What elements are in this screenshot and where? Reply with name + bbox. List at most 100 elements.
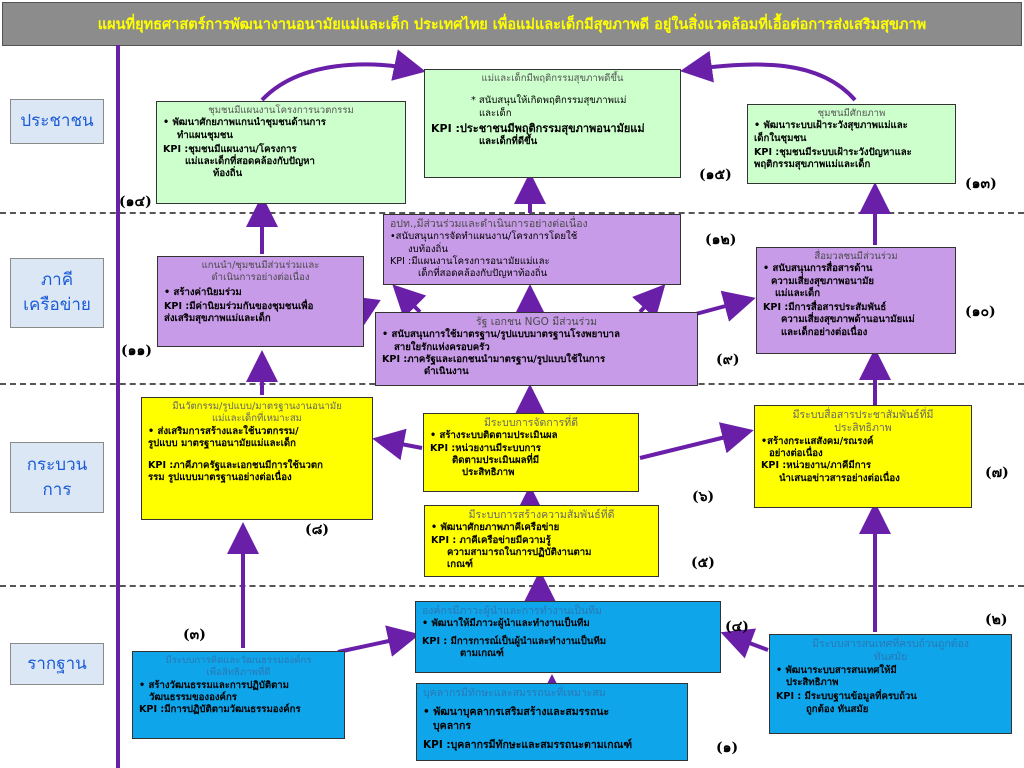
box-state-private-ngo-kpi: KPI :ภาครัฐและเอกชนนำมาตรฐาน/รูปแบบใช้ใน… (382, 353, 606, 365)
box-org-culture-line2: วัฒนธรรมขององค์กร (149, 691, 237, 703)
box-management-system-title: มีระบบการจัดการที่ดี (483, 417, 579, 429)
box-media-participation-kpi2: ความเสี่ยงสุขภาพด้านอนามัยแม่ (781, 314, 915, 326)
box-pr-system-title: มีระบบสื่อสารประชาสัมพันธ์ที่มี (792, 409, 934, 421)
box-local-gov: อปท.,มีส่วนร่วมและดำเนินการอย่างต่อเนื่อ… (383, 214, 681, 285)
box-state-private-ngo-kpi2: ดำเนินงาน (424, 366, 469, 378)
box-media-participation-kpi: KPI :มีการสื่อสารประสัมพันธ์ (763, 302, 887, 314)
box-community-leaders-line1: • สร้างค่านิยมร่วม (164, 286, 242, 298)
row-label-partners-line2: เครือข่าย (23, 295, 91, 315)
box-innovation-standard-kpi: KPI :ภาคีภาครัฐและเอกชนมีการใช้นวตก (148, 460, 323, 472)
step-number-10: (๑๐) (965, 304, 996, 320)
box-relationship-system-title: มีระบบการสร้างความสัมพันธ์ที่ดี (468, 509, 615, 521)
box-org-leadership: องค์กรมีภาวะผู้นำและการทำงานเป็นทีม • พั… (415, 601, 721, 673)
box-org-leadership-title: องค์กรมีภาวะผู้นำและการทำงานเป็นทีม (422, 605, 602, 617)
vertical-divider (116, 45, 120, 768)
box-local-gov-line2: งบท้องถิ่น (408, 243, 448, 255)
box-community-leaders-title: แกนนำ/ชุมชนมีส่วนร่วมและ (201, 260, 320, 271)
box-pr-system-line2: อย่างต่อเนื่อง (769, 448, 823, 460)
row-label-partners-line1: ภาคี (40, 270, 74, 291)
row-divider-3 (0, 585, 1024, 587)
box-innovation-standard-title: มีนวัตกรรม/รูปแบบ/มาตรฐานงานอนามัย (172, 401, 342, 412)
step-number-7: (๗) (985, 465, 1009, 481)
box-pr-system-title2: ประสิทธิภาพ (834, 422, 892, 435)
box-management-system-kpi: KPI :หน่วยงานมีระบบการ (430, 442, 541, 454)
box-media-participation-line3: แม่และเด็ก (775, 287, 821, 299)
box-relationship-system-kpi3: เกณฑ์ (447, 559, 473, 571)
box-pr-system-kpi: KPI :หน่วยงาน/ภาคีมีการ (761, 460, 872, 472)
arrow-info-to-leader (720, 628, 769, 659)
box-community-innovation-line2: ทำแผนชุมชน (177, 129, 233, 141)
box-info-system-kpi2: ถูกต้อง ทันสมัย (806, 703, 869, 715)
box-healthy-behavior-line2: และเด็ก (479, 107, 512, 119)
box-community-innovation: ชุมชนมีแผนงานโครงการนวตกรรม • พัฒนาศักยภ… (156, 101, 406, 204)
box-community-potential-line1: • พัฒนาระบบเฝ้าระวังสุขภาพแม่และ (754, 120, 908, 132)
box-healthy-behavior-line1: * สนับสนุนให้เกิดพฤติกรรมสุขภาพแม่ (471, 95, 627, 107)
box-personnel-line1: • พัฒนาบุคลากรเสริมสร้างและสมรรถนะ (423, 706, 610, 719)
box-healthy-behavior-kpi2: และเด็กที่ดีขึ้น (479, 135, 538, 147)
box-community-leaders-title2: ดำเนินการอย่างต่อเนื่อง (211, 272, 310, 284)
row-label-people-text: ประชาชน (20, 111, 94, 132)
box-state-private-ngo-line2: สายใยรักแห่งครอบครัว (394, 341, 490, 353)
step-number-14: (๑๔) (119, 194, 152, 210)
box-personnel-line2: บุคลากร (433, 719, 472, 732)
row-label-foundation-text: รากฐาน (27, 653, 87, 674)
box-local-gov-kpi2: เด็กที่สอดคล้องกับปัญหาท้องถิ่น (418, 268, 548, 280)
box-innovation-standard-line1: • ส่งเสริมการสร้างและใช้นวตกรรม/ (148, 425, 299, 437)
box-innovation-standard: มีนวัตกรรม/รูปแบบ/มาตรฐานงานอนามัย แม่แล… (141, 397, 373, 520)
box-info-system-kpi: KPI : มีระบบฐานข้อมูลที่ครบถ้วน (776, 691, 917, 703)
arrow-potential-to-top (680, 50, 857, 102)
box-relationship-system: มีระบบการสร้างความสัมพันธ์ที่ดี • พัฒนาศ… (424, 505, 659, 577)
box-org-culture: มีระบบการคิดและวัฒนธรรมองค์กร เพื่อสิทธิ… (132, 651, 345, 739)
box-management-system-kpi2: ติดตามประเมินผลที่มี (452, 454, 540, 466)
box-management-system: มีระบบการจัดการที่ดี • สร้างระบบติดตามปร… (423, 413, 639, 492)
step-number-6: (๖) (692, 489, 715, 505)
box-media-participation-line2: ความเสี่ยงสุขภาพอนามัย (771, 275, 875, 287)
box-innovation-standard-kpi2: รรม รูปแบบมาตรฐานอย่างต่อเนื่อง (148, 472, 292, 484)
step-number-8: (๘) (305, 522, 330, 538)
box-org-leadership-kpi: KPI : มีการการณ์เป็นผู้นำและทำงานเป็นทีม (422, 635, 607, 647)
box-community-potential-kpi: KPI :ชุมชนมีระบบเฝ้าระวังปัญหาและ (754, 146, 912, 158)
row-label-process-line1: กระบวน (26, 454, 88, 475)
box-healthy-behavior-kpi: KPI :ประชาชนมีพฤติกรรมสุขภาพอนามัยแม่ (431, 121, 645, 135)
box-management-system-line1: • สร้างระบบติดตามประเมินผล (430, 430, 558, 442)
step-number-5: (๕) (691, 555, 715, 571)
arrow-mgmt-to-innov (372, 428, 423, 461)
box-community-leaders-kpi: KPI :มีค่านิยมร่วมกันของชุมชนเพื่อ (164, 300, 314, 312)
box-healthy-behavior: แม่และเด็กมีพฤติกรรมสุขภาพดีขึ้น * สนับส… (424, 69, 681, 178)
box-community-potential-line2: เด็กในชุมชน (754, 132, 807, 144)
box-relationship-system-line1: • พัฒนาศักยภาพภาคีเครือข่าย (431, 522, 560, 534)
step-number-2: (๒) (985, 612, 1008, 628)
arrow-state-to-localgov-c (632, 284, 666, 319)
box-innovation-standard-line2: รูปแบบ มาตรฐานอนามัยแม่และเด็ก (148, 437, 296, 449)
box-community-innovation-kpi: KPI :ชุมชนมีแผนงาน/โครงการ (163, 143, 297, 155)
box-media-participation: สื่อมวลชนมีส่วนร่วม • สนับสนุนการสื่อสาร… (756, 247, 956, 354)
step-number-15: (๑๕) (699, 167, 732, 183)
box-local-gov-title: อปท.,มีส่วนร่วมและดำเนินการอย่างต่อเนื่อ… (390, 218, 588, 230)
box-local-gov-kpi: KPI :มีแผนงานโครงการอนามัยแม่และ (390, 255, 550, 267)
row-label-partners: ภาคี เครือข่าย (10, 258, 104, 328)
box-community-innovation-kpi2: แม่และเด็กที่สอดคล้องกับปัญหา (185, 156, 315, 168)
box-community-leaders-kpi2: ส่งเสริมสุขภาพแม่และเด็ก (164, 313, 271, 325)
box-info-system-title2: ทันสมัย (873, 651, 908, 664)
box-info-system-title: มีระบบสารสนเทศที่ครบถ้วนถูกต้อง (812, 638, 969, 650)
row-label-foundation: รากฐาน (10, 643, 104, 685)
arrow-culture-to-leader (337, 625, 420, 657)
box-community-potential-title: ชุมชนมีศักยภาพ (817, 108, 886, 119)
box-community-leaders: แกนนำ/ชุมชนมีส่วนร่วมและ ดำเนินการอย่างต… (157, 256, 364, 347)
box-org-leadership-line1: • พัฒนาให้มีภาวะผู้นำและทำงานเป็นทีม (422, 618, 590, 630)
box-community-innovation-line1: • พัฒนาศักยภาพแกนนำชุมชนด้านการ (163, 117, 326, 129)
box-org-culture-line1: • สร้างวัฒนธรรมและการปฏิบัติตาม (139, 679, 290, 691)
step-number-1: (๑) (716, 740, 739, 756)
step-number-3: (๓) (183, 627, 206, 643)
box-state-private-ngo-line1: • สนับสนุนการใช้มาตรฐาน/รูปแบบมาตรฐานโรง… (382, 329, 620, 341)
box-management-system-kpi3: ประสิทธิภาพ (462, 467, 515, 479)
arrow-state-to-localgov-a (392, 284, 427, 319)
box-state-private-ngo: รัฐ เอกชน NGO มีส่วนร่วม • สนับสนุนการใช… (375, 312, 698, 386)
box-info-system-line2: ประสิทธิภาพ (786, 677, 839, 689)
page-title: แผนที่ยุทธศาสตร์การพัฒนางานอนามัยแม่และเ… (2, 2, 1022, 46)
box-media-participation-title: สื่อมวลชนมีส่วนร่วม (814, 251, 898, 262)
row-divider-1 (0, 212, 1024, 214)
arrow-state-to-media (691, 290, 756, 322)
box-org-culture-kpi: KPI :มีการปฏิบัติตามวัฒนธรรมองค์กร (139, 704, 301, 716)
